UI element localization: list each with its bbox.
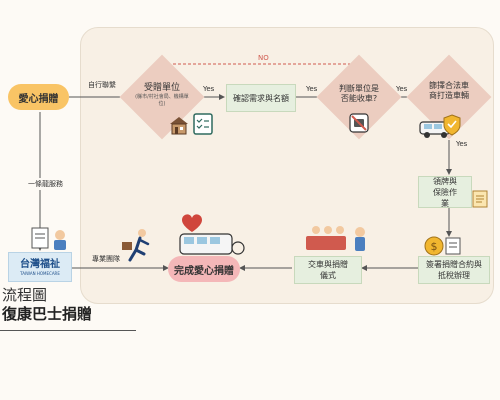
judge-decision: 判斷單位是否能收車? (337, 84, 381, 104)
start-node: 愛心捐贈 (8, 84, 69, 110)
start-node-label: 愛心捐贈 (18, 93, 59, 105)
checklist-icon (193, 113, 213, 135)
label-no: NO (258, 54, 269, 62)
org-brand-en-label: TAIWAN HOMECARE (20, 270, 60, 276)
confirm-needs-box: 確認需求與名額 (226, 84, 296, 112)
license-insurance-label: 領牌與保險作業 (433, 176, 457, 208)
select-decision-label: 篩擇合法車商打造車輛 (429, 81, 469, 100)
scroll-icon (472, 190, 488, 208)
label-one-stop: 一條龍服務 (26, 178, 65, 190)
money-contract-icon: $ (424, 236, 461, 256)
handover-ceremony-box: 交車與捐贈儀式 (294, 256, 362, 284)
judge-decision-label: 判斷單位是否能收車? (339, 84, 379, 103)
contract-tax-box: 簽署捐贈合約與抵稅辦理 (418, 256, 490, 284)
runner-icon (122, 229, 150, 262)
title-underline (0, 330, 136, 331)
page-title: 流程圖 復康巴士捐贈 (2, 286, 92, 324)
car-shield-icon (419, 114, 461, 138)
label-yes-2: Yes (306, 85, 318, 93)
title-line-1: 流程圖 (2, 286, 48, 304)
label-yes-3: Yes (396, 85, 408, 93)
building-icon (170, 117, 188, 135)
edge-no (159, 63, 360, 76)
confirm-needs-label: 確認需求與名額 (233, 93, 289, 103)
no-bus-icon (349, 113, 369, 133)
select-decision: 篩擇合法車商打造車輛 (427, 81, 471, 101)
contract-tax-label: 簽署捐贈合約與抵稅辦理 (426, 260, 482, 280)
title-line-2: 復康巴士捐贈 (2, 305, 93, 323)
heart-bus-icon (179, 214, 245, 255)
ceremony-people-icon (306, 226, 365, 251)
staff-certificate-icon (31, 227, 66, 250)
label-yes-4: Yes (456, 140, 468, 148)
label-yes-1: Yes (203, 85, 215, 93)
label-pro-team: 專業團隊 (92, 255, 120, 263)
handover-ceremony-label: 交車與捐贈儀式 (308, 260, 348, 280)
receiver-decision-label: 受贈單位 (143, 83, 180, 93)
receiver-decision: 受贈單位 (縣市/村社會局、機構單位) (132, 83, 192, 108)
label-self-contact: 自行聯繫 (88, 81, 116, 89)
org-brand-label: 台灣福祉 (20, 258, 60, 270)
svg-text:$: $ (431, 240, 438, 253)
org-box: 台灣福祉 TAIWAN HOMECARE (8, 252, 72, 282)
license-insurance-box: 領牌與保險作業 (418, 176, 472, 208)
finish-node: 完成愛心捐贈 (168, 256, 240, 282)
finish-node-label: 完成愛心捐贈 (174, 265, 234, 277)
receiver-decision-sub: (縣市/村社會局、機構單位) (135, 94, 189, 107)
